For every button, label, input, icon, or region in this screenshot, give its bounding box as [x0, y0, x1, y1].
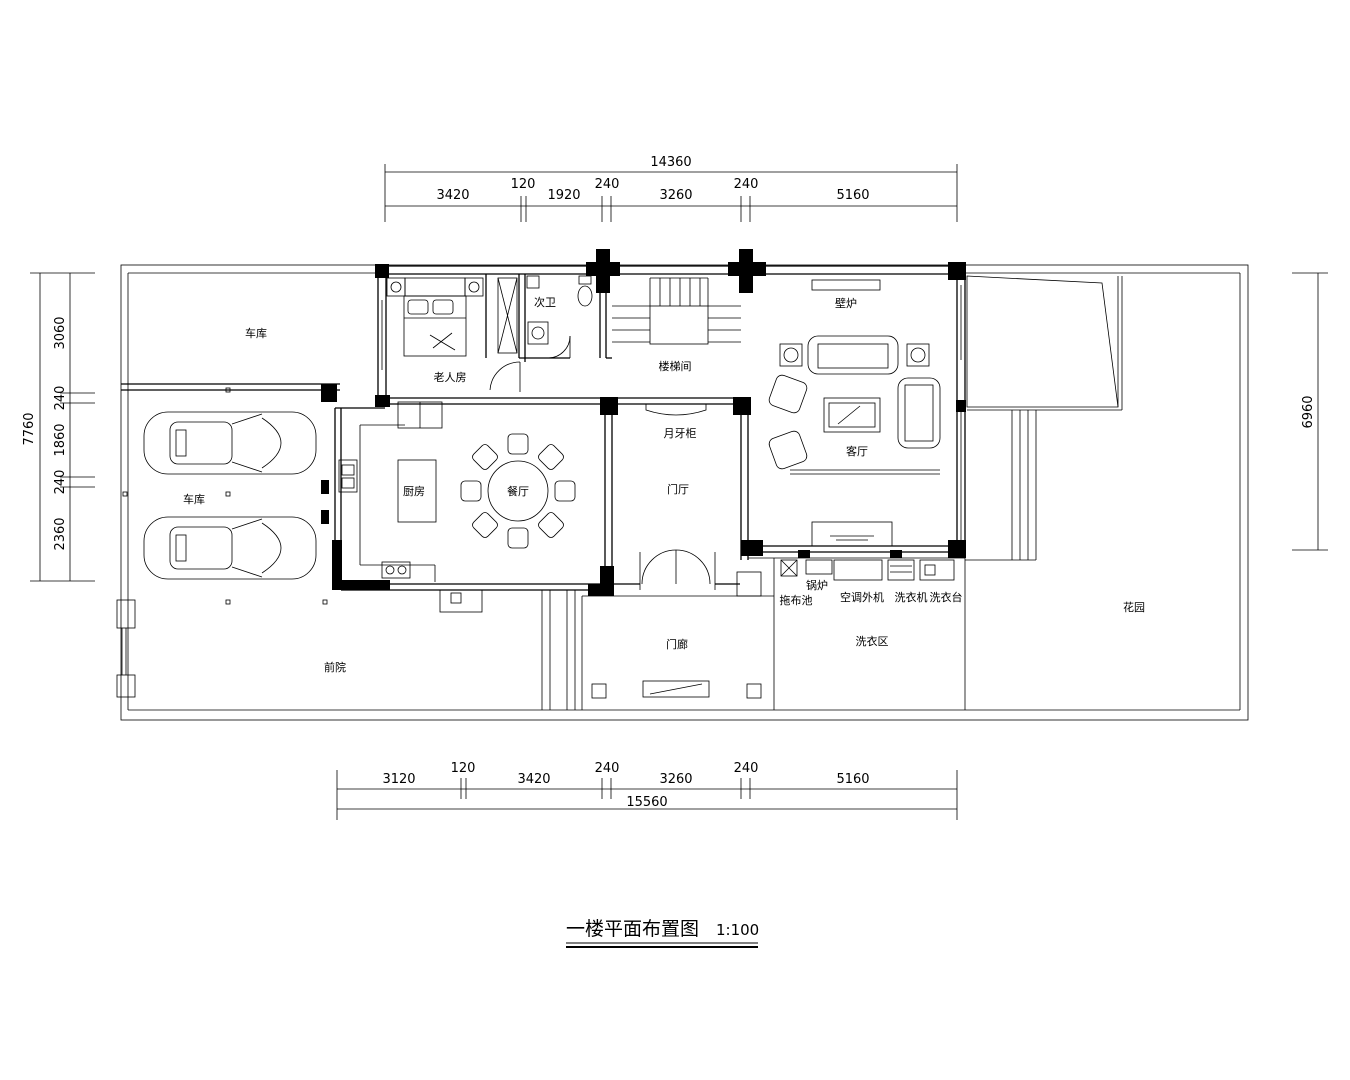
living-room-furniture: [768, 279, 941, 547]
house-walls: [121, 265, 966, 710]
bathroom-fixtures: [489, 275, 593, 392]
room-labels: 车库 车库 老人房 次卫 楼梯间 壁炉 客厅 厨房 餐厅 月牙柜 门厅 门廊 前…: [183, 295, 1145, 674]
foyer-elements: [641, 403, 762, 597]
top-dimension-seg-4: 240: [595, 177, 620, 192]
label-garden: 花园: [1123, 601, 1145, 614]
label-foyer: 门厅: [667, 482, 689, 496]
left-dimension-seg-1: 3060: [53, 316, 68, 349]
top-dimension-chain: 14360 3420 120 1920 240 3260 240 5160: [384, 155, 958, 222]
label-mop-sink: 拖布池: [780, 593, 813, 607]
left-dimension-seg-3: 1860: [53, 423, 68, 456]
left-dimension-chain: 7760 3060 240 1860 240 2360: [22, 272, 95, 582]
kitchen-dining-furniture: [338, 401, 576, 613]
bottom-dimension-chain: 3120 120 3420 240 3260 240 5160 15560: [336, 761, 958, 820]
bottom-dimension-seg-7: 5160: [836, 772, 869, 787]
top-total-dimension: 14360: [650, 155, 691, 170]
label-fireplace: 壁炉: [835, 296, 857, 310]
label-stair: 楼梯间: [659, 359, 692, 373]
label-washer: 洗衣机: [895, 590, 928, 604]
laundry-fixtures: [780, 559, 955, 581]
label-second-bath: 次卫: [534, 295, 556, 309]
title-scale: 1:100: [716, 921, 759, 939]
label-front-yard: 前院: [324, 660, 346, 674]
label-moon-cabinet: 月牙柜: [664, 427, 697, 440]
top-dimension-seg-1: 3420: [436, 188, 469, 203]
label-kitchen: 厨房: [403, 485, 425, 498]
right-total-dimension: 6960: [1301, 395, 1316, 428]
left-total-dimension: 7760: [22, 412, 37, 445]
right-dimension: 6960: [1292, 272, 1328, 551]
bottom-dimension-seg-4: 240: [595, 761, 620, 776]
elder-room-furniture: [386, 277, 518, 357]
label-living: 客厅: [846, 444, 868, 458]
top-dimension-seg-6: 240: [734, 177, 759, 192]
top-dimension-seg-7: 5160: [836, 188, 869, 203]
bottom-dimension-seg-3: 3420: [517, 772, 550, 787]
bottom-dimension-seg-6: 240: [734, 761, 759, 776]
garage-markers: [122, 387, 328, 605]
site-outline: [116, 264, 1249, 721]
bottom-dimension-seg-5: 3260: [659, 772, 692, 787]
label-elder-room: 老人房: [434, 371, 467, 384]
car-lower: [143, 516, 317, 580]
structural-columns: [321, 249, 966, 596]
bottom-dimension-seg-1: 3120: [382, 772, 415, 787]
top-dimension-seg-5: 3260: [659, 188, 692, 203]
top-dimension-seg-2: 120: [511, 177, 536, 192]
top-dimension-seg-3: 1920: [547, 188, 580, 203]
bottom-total-dimension: 15560: [626, 795, 667, 810]
label-ac-unit: 空调外机: [840, 590, 884, 604]
label-dining: 餐厅: [507, 484, 529, 498]
label-porch: 门廊: [666, 637, 688, 651]
stair: [612, 277, 741, 345]
car-upper: [143, 411, 317, 475]
label-wash-basin: 洗衣台: [930, 590, 963, 604]
label-garage-main: 车库: [183, 492, 205, 506]
left-dimension-seg-2: 240: [53, 386, 68, 411]
garden-terrace: [965, 275, 1123, 561]
left-dimension-seg-5: 2360: [53, 517, 68, 550]
label-laundry-area: 洗衣区: [856, 634, 889, 648]
bottom-dimension-seg-2: 120: [451, 761, 476, 776]
drawing-title: 一楼平面布置图 1:100: [566, 918, 759, 948]
porch: [541, 590, 774, 710]
left-dimension-seg-4: 240: [53, 470, 68, 495]
label-boiler: 锅炉: [806, 579, 828, 592]
title-text: 一楼平面布置图: [566, 918, 699, 940]
label-garage-top: 车库: [245, 326, 267, 340]
dining-chairs: [460, 433, 576, 549]
